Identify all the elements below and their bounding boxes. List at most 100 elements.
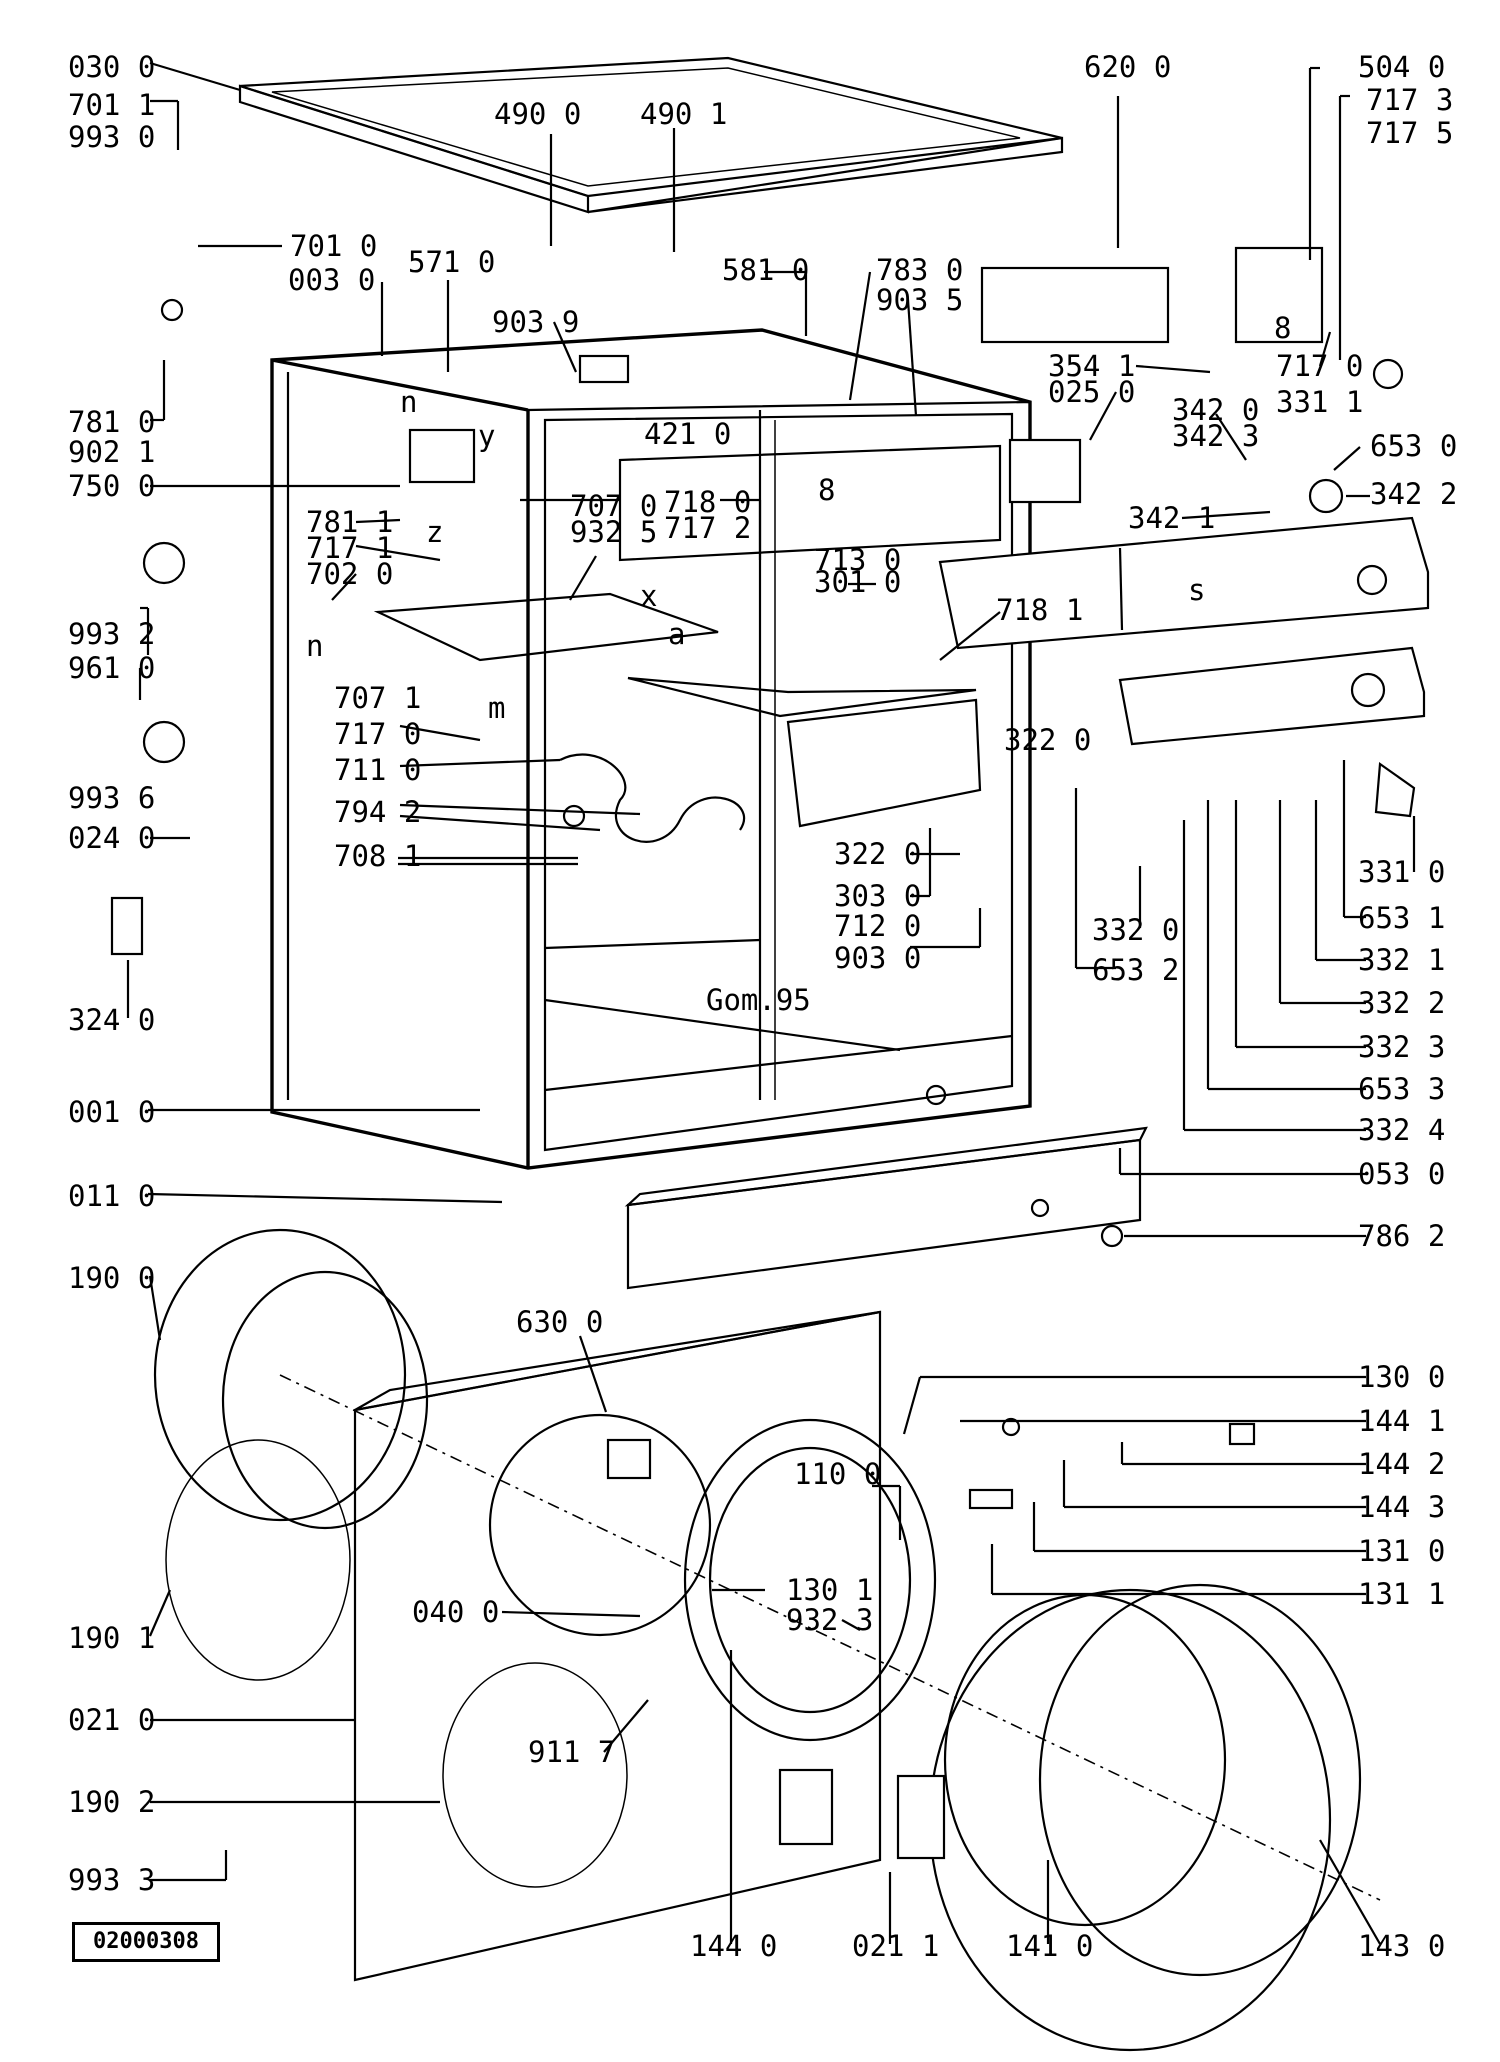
label-n2: n bbox=[306, 629, 323, 663]
callout-144-2: 144 2 bbox=[1358, 1447, 1445, 1481]
callout-332-3: 332 3 bbox=[1358, 1030, 1445, 1064]
label-x: x bbox=[640, 579, 657, 613]
alignment-axes bbox=[271, 329, 1381, 1901]
callout-130-0: 130 0 bbox=[1358, 1360, 1445, 1394]
callout-717-5: 717 5 bbox=[1366, 116, 1453, 150]
callout-993-3: 993 3 bbox=[68, 1863, 155, 1897]
small-parts bbox=[110, 246, 1416, 1860]
drum-bellows bbox=[153, 1228, 628, 1888]
callout-110-0: 110 0 bbox=[794, 1457, 881, 1491]
callout-786-2: 786 2 bbox=[1358, 1219, 1445, 1253]
callout-144-3: 144 3 bbox=[1358, 1490, 1445, 1524]
callout-717-2: 717 2 bbox=[664, 511, 751, 545]
detergent-drawer bbox=[373, 592, 982, 843]
callout-620-0: 620 0 bbox=[1084, 50, 1171, 84]
callout-342-2: 342 2 bbox=[1370, 477, 1457, 511]
callout-322-0b: 322 0 bbox=[834, 837, 921, 871]
callout-911-7: 911 7 bbox=[528, 1735, 615, 1769]
leader-lines bbox=[126, 61, 1416, 1945]
callout-342-3: 342 3 bbox=[1172, 419, 1259, 453]
label-8: 8 bbox=[1274, 311, 1291, 345]
callout-143-0: 143 0 bbox=[1358, 1929, 1445, 1963]
callout-707-0: 707 0 bbox=[570, 489, 657, 523]
small-annotations: n y z n x a m s 8 8 Gom.95 bbox=[306, 311, 1291, 1017]
callout-653-0: 653 0 bbox=[1370, 429, 1457, 463]
callout-332-0: 332 0 bbox=[1092, 913, 1179, 947]
callout-labels: 030 0 701 1 993 0 490 0 490 1 620 0 504 … bbox=[68, 50, 1457, 1963]
label-a: a bbox=[668, 617, 685, 651]
label-m: m bbox=[488, 691, 505, 725]
label-n1: n bbox=[400, 385, 417, 419]
callout-783-0: 783 0 bbox=[876, 253, 963, 287]
callout-130-1: 130 1 bbox=[786, 1573, 873, 1607]
callout-331-0: 331 0 bbox=[1358, 855, 1445, 889]
callout-504-0: 504 0 bbox=[1358, 50, 1445, 84]
callout-331-1: 331 1 bbox=[1276, 385, 1363, 419]
callout-993-2: 993 2 bbox=[68, 617, 155, 651]
callout-701-1: 701 1 bbox=[68, 88, 155, 122]
label-date-mark: Gom.95 bbox=[706, 983, 811, 1017]
document-id-stamp: 02000308 bbox=[72, 1922, 220, 1962]
callout-354-1: 354 1 bbox=[1048, 349, 1135, 383]
front-door-panel bbox=[353, 1310, 882, 1982]
callout-053-0: 053 0 bbox=[1358, 1157, 1445, 1191]
callout-794-2: 794 2 bbox=[334, 795, 421, 829]
callout-332-1: 332 1 bbox=[1358, 943, 1445, 977]
callout-781-0: 781 0 bbox=[68, 405, 155, 439]
callout-190-2: 190 2 bbox=[68, 1785, 155, 1819]
callout-332-4: 332 4 bbox=[1358, 1113, 1445, 1147]
label-s: s bbox=[1188, 573, 1205, 607]
callout-653-2: 653 2 bbox=[1092, 953, 1179, 987]
callout-750-0: 750 0 bbox=[68, 469, 155, 503]
callout-993-6: 993 6 bbox=[68, 781, 155, 815]
callout-961-0: 961 0 bbox=[68, 651, 155, 685]
top-lid bbox=[238, 56, 1064, 214]
callout-003-0: 003 0 bbox=[288, 263, 375, 297]
baseboard-panel bbox=[624, 1126, 1148, 1290]
callout-131-0: 131 0 bbox=[1358, 1534, 1445, 1568]
callout-190-0: 190 0 bbox=[68, 1261, 155, 1295]
callout-932-3: 932 3 bbox=[786, 1603, 873, 1637]
callout-581-0: 581 0 bbox=[722, 253, 809, 287]
callout-717-0: 717 0 bbox=[1276, 349, 1363, 383]
callout-711-0: 711 0 bbox=[334, 753, 421, 787]
callout-030-0: 030 0 bbox=[68, 50, 155, 84]
callout-718-1: 718 1 bbox=[996, 593, 1083, 627]
callout-993-0: 993 0 bbox=[68, 120, 155, 154]
callout-718-0: 718 0 bbox=[664, 485, 751, 519]
callout-040-0: 040 0 bbox=[412, 1595, 499, 1629]
callout-903-0: 903 0 bbox=[834, 941, 921, 975]
callout-490-1: 490 1 bbox=[640, 97, 727, 131]
callout-141-0: 141 0 bbox=[1006, 1929, 1093, 1963]
callout-490-0: 490 0 bbox=[494, 97, 581, 131]
callout-653-1: 653 1 bbox=[1358, 901, 1445, 935]
callout-301-0: 301 0 bbox=[814, 565, 901, 599]
callout-024-0: 024 0 bbox=[68, 821, 155, 855]
callout-190-1: 190 1 bbox=[68, 1621, 155, 1655]
label-z: z bbox=[426, 515, 443, 549]
callout-903-5: 903 5 bbox=[876, 283, 963, 317]
callout-653-3: 653 3 bbox=[1358, 1072, 1445, 1106]
callout-001-0: 001 0 bbox=[68, 1095, 155, 1129]
callout-144-0: 144 0 bbox=[690, 1929, 777, 1963]
callout-903-9: 903 9 bbox=[492, 305, 579, 339]
callout-332-2: 332 2 bbox=[1358, 986, 1445, 1020]
callout-902-1: 902 1 bbox=[68, 435, 155, 469]
callout-701-0: 701 0 bbox=[290, 229, 377, 263]
callout-571-0: 571 0 bbox=[408, 245, 495, 279]
callout-717-3: 717 3 bbox=[1366, 83, 1453, 117]
callout-324-0: 324 0 bbox=[68, 1003, 155, 1037]
callout-781-1: 781 1 bbox=[306, 505, 393, 539]
callout-708-1: 708 1 bbox=[334, 839, 421, 873]
callout-131-1: 131 1 bbox=[1358, 1577, 1445, 1611]
callout-025-0: 025 0 bbox=[1048, 375, 1135, 409]
callout-630-0: 630 0 bbox=[516, 1305, 603, 1339]
control-panel bbox=[938, 516, 1430, 746]
callout-021-0: 021 0 bbox=[68, 1703, 155, 1737]
callout-144-1: 144 1 bbox=[1358, 1404, 1445, 1438]
label-y: y bbox=[478, 419, 495, 453]
callout-712-0: 712 0 bbox=[834, 909, 921, 943]
callout-303-0: 303 0 bbox=[834, 879, 921, 913]
callout-421-0: 421 0 bbox=[644, 417, 731, 451]
